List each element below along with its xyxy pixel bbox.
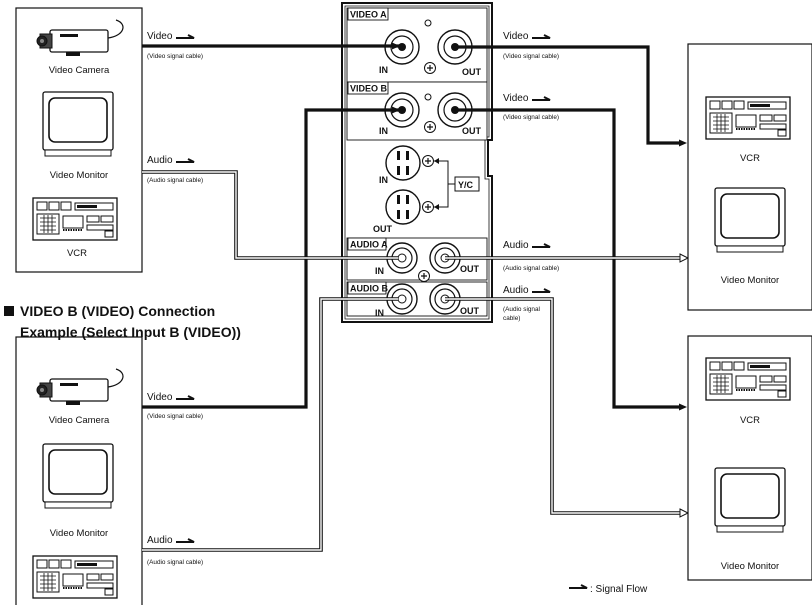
label-video: Video	[147, 31, 173, 42]
label-audio-cable-wrap-2: cable)	[503, 315, 520, 322]
label-video-cable: (Video signal cable)	[147, 413, 203, 420]
legend-signal-flow: : Signal Flow	[590, 584, 648, 595]
device-label-video-monitor: Video Monitor	[721, 561, 779, 572]
label-audio-cable-wrap-1: (Audio signal	[503, 306, 540, 313]
label-video: Video	[503, 93, 529, 104]
device-label-vcr: VCR	[740, 153, 760, 164]
video-b-in-label: IN	[379, 126, 388, 136]
label-audio-cable: (Audio signal cable)	[503, 265, 559, 272]
video-monitor-icon	[42, 443, 114, 509]
label-audio: Audio	[503, 240, 529, 251]
video-b-out-label: OUT	[462, 126, 482, 136]
device-label-video-camera: Video Camera	[49, 65, 110, 76]
audio-b-out-label: OUT	[460, 306, 480, 316]
device-label-vcr: VCR	[67, 248, 87, 259]
signal-arrow-icon	[176, 395, 195, 400]
label-audio-cable: (Audio signal cable)	[147, 559, 203, 566]
section-heading-line-1: VIDEO B (VIDEO) Connection	[20, 303, 215, 319]
cable-video-a-out	[455, 45, 680, 145]
device-label-video-monitor: Video Monitor	[721, 275, 779, 286]
label-audio-cable: (Audio signal cable)	[147, 177, 203, 184]
section-heading-line-2: Example (Select Input B (VIDEO))	[20, 324, 241, 340]
signal-arrow-icon	[532, 96, 551, 101]
video-monitor-icon	[714, 467, 786, 533]
yc-in-label: IN	[379, 175, 388, 185]
device-label-vcr: VCR	[740, 415, 760, 426]
signal-arrow-icon	[176, 538, 195, 543]
audio-b-in-label: IN	[375, 308, 384, 318]
signal-arrow-icon	[532, 288, 551, 293]
vcr-icon	[32, 555, 118, 599]
label-video-cable: (Video signal cable)	[147, 53, 203, 60]
video-monitor-icon	[42, 91, 114, 157]
video-monitor-icon	[714, 187, 786, 253]
dest-box-top	[687, 43, 812, 311]
yc-out-label: OUT	[373, 224, 393, 234]
label-video: Video	[503, 31, 529, 42]
audio-a-out-label: OUT	[460, 264, 480, 274]
signal-arrow-icon	[176, 34, 195, 39]
panel-label-video-b: VIDEO B	[350, 84, 388, 94]
label-audio: Audio	[503, 285, 529, 296]
connector-panel: VIDEO A IN OUT VIDEO B IN OUT IN	[341, 2, 493, 323]
signal-arrow-icon	[176, 158, 195, 163]
video-a-in-label: IN	[379, 65, 388, 75]
vcr-icon	[705, 96, 791, 140]
panel-label-audio-a: AUDIO A	[350, 240, 388, 250]
device-label-video-camera: Video Camera	[49, 415, 110, 426]
panel-label-video-a: VIDEO A	[350, 10, 387, 20]
yc-label: Y/C	[458, 180, 474, 190]
label-video-cable: (Video signal cable)	[503, 53, 559, 60]
label-video: Video	[147, 392, 173, 403]
signal-arrow-icon	[532, 34, 551, 39]
vcr-icon	[705, 357, 791, 401]
vcr-icon	[32, 197, 118, 241]
audio-a-in-label: IN	[375, 266, 384, 276]
label-video-cable: (Video signal cable)	[503, 114, 559, 121]
label-audio: Audio	[147, 155, 173, 166]
label-audio: Audio	[147, 535, 173, 546]
device-label-video-monitor: Video Monitor	[50, 170, 108, 181]
signal-arrow-icon	[532, 243, 551, 248]
legend-arrow-icon	[569, 584, 588, 589]
heading-bullet-icon	[4, 306, 14, 316]
device-label-video-monitor: Video Monitor	[50, 528, 108, 539]
video-a-out-label: OUT	[462, 67, 482, 77]
panel-label-audio-b: AUDIO B	[350, 284, 389, 294]
